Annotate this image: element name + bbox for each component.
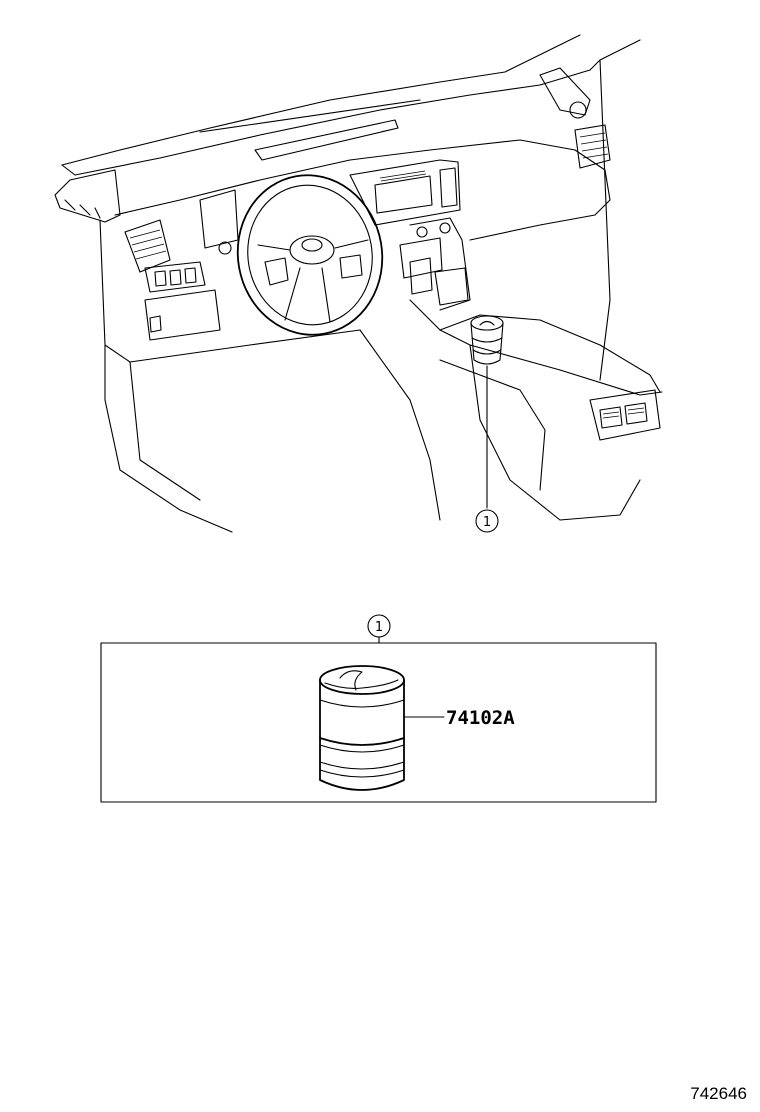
ashtray-cup-icon [319,665,405,791]
overview-callout-marker[interactable]: 1 [483,515,491,530]
overview-callout-circle[interactable] [475,509,499,533]
illustration-id: 742646 [690,1084,747,1103]
part-number-label[interactable]: 74102A [446,707,515,729]
car-interior-dashboard-icon [54,34,663,533]
detail-panel-frame [100,642,657,803]
detail-callout-marker: 1 [375,620,383,635]
